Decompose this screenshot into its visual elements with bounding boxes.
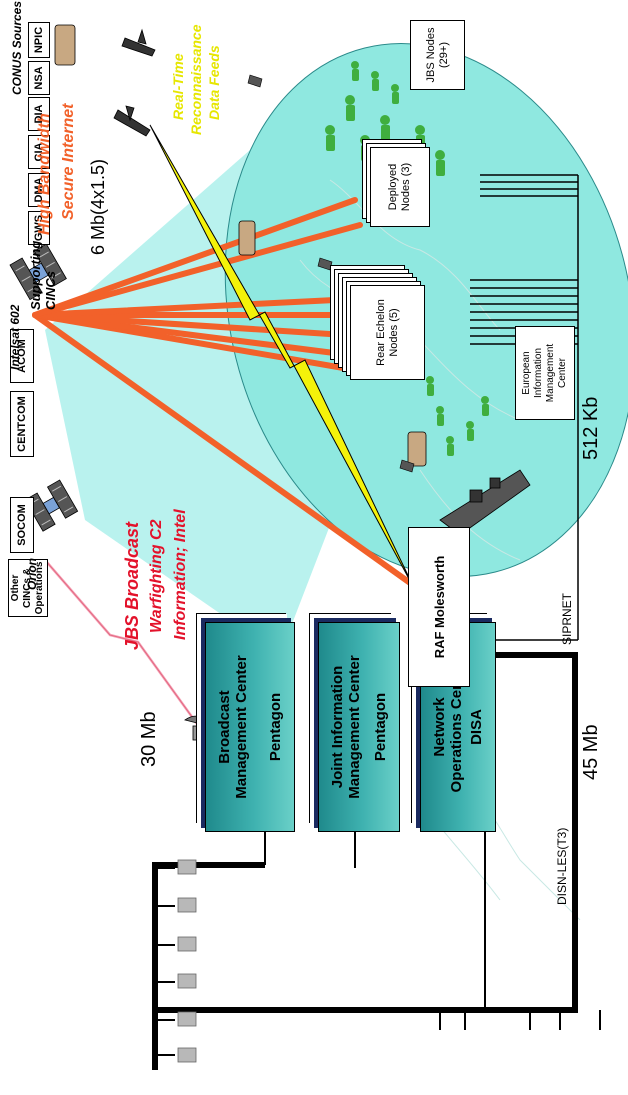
orion-satellite-icon [24,479,79,532]
bandwidth-45mb: 45 Mb [580,724,602,780]
jimc-title: Joint Information Management Center [329,655,363,799]
noc-location: DISA [468,709,485,745]
deployed-nodes-label: Deployed Nodes (3) [370,147,430,227]
broadcast-management-center: Broadcast Management Center Pentagon [205,622,295,832]
disn-les-label: DISN-LES(T3) [555,827,569,905]
source-npic: NPIC [28,22,50,58]
raf-molesworth-box: RAF Molesworth [408,527,470,687]
conus-sources-title: CONUS Sources [10,0,24,95]
recon-line1: Real-Time [170,53,186,120]
orion-uplink-edge [44,559,201,729]
bandwidth-6mb: 6 Mb(4x1.5) [88,158,108,255]
bmc-location: Pentagon [267,692,284,762]
intelsat-satellite-icon [9,243,67,301]
theater-aircraft-icons [247,74,415,473]
intelsat-label: Intelsat 602 [8,304,22,370]
eimc-box: European Information Management Center [515,326,575,420]
orion-label: Orion [25,558,39,590]
cinc-centcom: CENTCOM [10,391,34,457]
recon-line3: Data Feeds [206,45,222,120]
joint-information-management-center: Joint Information Management Center Pent… [318,622,400,832]
theater-ellipse [224,43,628,577]
cinc-socom: SOCOM [10,497,34,553]
bandwidth-512kb: 512 Kb [580,396,602,460]
jimc-location: Pentagon [372,692,389,762]
vehicle-icons [54,24,427,467]
high-bandwidth-title: High Bandwidth [36,113,53,235]
bmc-title: Broadcast Management Center [216,655,250,799]
bandwidth-30mb: 30 Mb [138,711,160,767]
source-server-icons [177,859,197,1063]
secure-internet-label: Secure Internet [60,103,77,220]
siprnet-label: SIPRNET [560,592,574,645]
jbs-nodes-box: JBS Nodes (29+) [410,20,465,90]
recon-line2: Reconnaissance [188,24,204,136]
jbs-broadcast-line3: Information; Intel [172,509,189,640]
recon-aircraft-icon [113,28,156,137]
deployed-nodes-stack: Deployed Nodes (3) [362,127,460,227]
jbs-broadcast-line2: Warfighting C2 [148,519,165,633]
supporting-cincs-title: Supporting CINCs [28,240,58,310]
jbs-broadcast-title: JBS Broadcast [122,521,142,650]
source-nsa: NSA [28,61,50,95]
rear-echelon-label: Rear Echelon Nodes (5) [350,285,425,380]
rear-echelon-stack: Rear Echelon Nodes (5) [330,260,460,380]
broadcast-beams [32,197,423,593]
